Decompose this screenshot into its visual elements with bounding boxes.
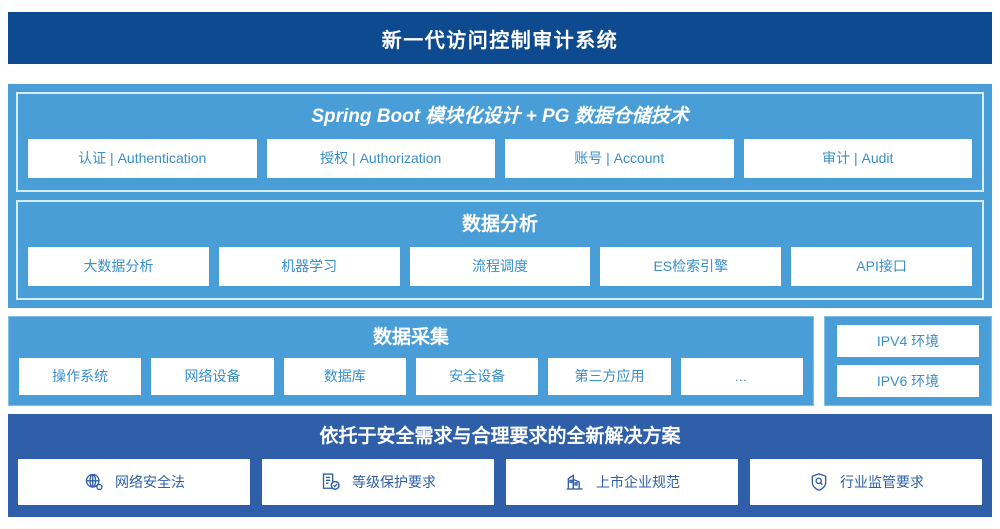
chip-graded-protection[interactable]: 等级保护要求 (262, 458, 494, 505)
chip-more[interactable]: … (680, 357, 803, 395)
compliance-title: 依托于安全需求与合理要求的全新解决方案 (319, 426, 681, 447)
chip-label: 上市企业规范 (596, 473, 680, 490)
chip-listed-company-standard[interactable]: 上市企业规范 (506, 458, 738, 505)
chip-es-search-engine[interactable]: ES检索引擎 (600, 246, 782, 286)
chip-ipv4-environment[interactable]: IPV4 环境 (837, 325, 979, 357)
compliance-items: 网络安全法 等级保护要求 (18, 458, 982, 505)
page-title: 新一代访问控制审计系统 (381, 29, 619, 52)
group-data-analysis-items: 大数据分析 机器学习 流程调度 ES检索引擎 API接口 (28, 246, 972, 286)
chip-account[interactable]: 账号 | Account (505, 138, 734, 178)
chip-label: 行业监管要求 (840, 473, 924, 490)
chip-network-device[interactable]: 网络设备 (151, 357, 274, 395)
chip-security-device[interactable]: 安全设备 (415, 357, 539, 395)
chip-database[interactable]: 数据库 (283, 357, 406, 395)
chip-ipv6-environment[interactable]: IPV6 环境 (837, 365, 979, 397)
group-spring-boot-items: 认证 | Authentication 授权 | Authorization 账… (28, 138, 972, 178)
collection-row: 数据采集 操作系统 网络设备 数据库 安全设备 第三方应用 … IPV4 环境 … (8, 316, 992, 406)
chip-authentication[interactable]: 认证 | Authentication (28, 138, 257, 178)
building-icon (564, 471, 586, 493)
platform-layer: Spring Boot 模块化设计 + PG 数据仓储技术 认证 | Authe… (8, 84, 992, 308)
chip-industry-regulation[interactable]: 行业监管要求 (750, 458, 982, 505)
group-data-analysis: 数据分析 大数据分析 机器学习 流程调度 ES检索引擎 API接口 (16, 200, 984, 300)
globe-icon (83, 471, 105, 493)
chip-audit[interactable]: 审计 | Audit (743, 138, 972, 178)
chip-label: 等级保护要求 (352, 473, 436, 490)
chip-label: 网络安全法 (115, 473, 185, 490)
chip-api-interface[interactable]: API接口 (791, 246, 972, 286)
chip-third-party-app[interactable]: 第三方应用 (548, 357, 671, 395)
page-title-bar: 新一代访问控制审计系统 (8, 12, 992, 64)
group-spring-boot-title: Spring Boot 模块化设计 + PG 数据仓储技术 (311, 106, 689, 127)
group-data-analysis-title: 数据分析 (461, 214, 538, 235)
chip-operating-system[interactable]: 操作系统 (19, 357, 142, 395)
chip-machine-learning[interactable]: 机器学习 (218, 246, 400, 286)
collection-items: 操作系统 网络设备 数据库 安全设备 第三方应用 … (19, 357, 803, 395)
collection-title: 数据采集 (372, 327, 449, 348)
environment-panel: IPV4 环境 IPV6 环境 (824, 316, 992, 406)
chip-process-scheduling[interactable]: 流程调度 (409, 246, 591, 286)
chip-authorization[interactable]: 授权 | Authorization (266, 138, 495, 178)
collection-layer: 数据采集 操作系统 网络设备 数据库 安全设备 第三方应用 … (8, 316, 814, 406)
chip-big-data-analysis[interactable]: 大数据分析 (28, 246, 209, 286)
group-spring-boot: Spring Boot 模块化设计 + PG 数据仓储技术 认证 | Authe… (16, 92, 984, 192)
shield-search-icon (808, 471, 830, 493)
chip-cybersecurity-law[interactable]: 网络安全法 (18, 458, 250, 505)
document-check-icon (320, 471, 342, 493)
compliance-layer: 依托于安全需求与合理要求的全新解决方案 网络安全法 (8, 414, 992, 517)
